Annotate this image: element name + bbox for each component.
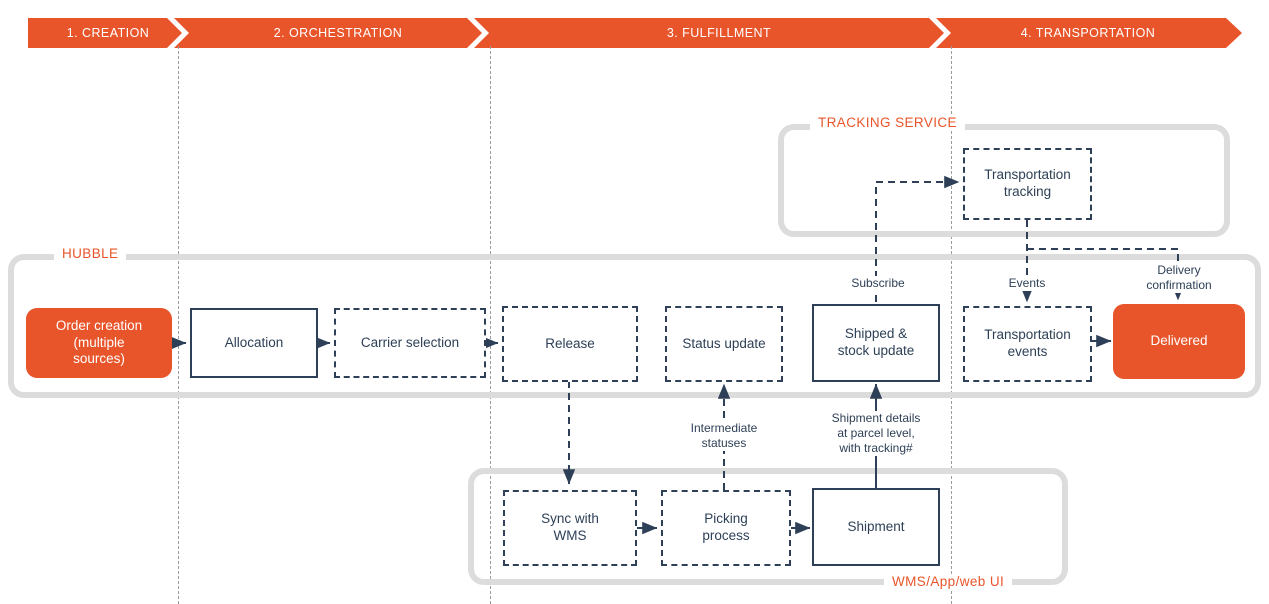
node-sync-with-wms[interactable]: Sync with WMS — [503, 490, 637, 566]
chevron-tip-icon — [1226, 18, 1242, 48]
node-shipped-stock-update-label: Shipped & stock update — [837, 326, 915, 358]
phase-fulfillment-label: 3. FULFILLMENT — [666, 26, 772, 40]
node-transportation-tracking[interactable]: Transportation tracking — [963, 148, 1092, 220]
node-picking-process-label: Picking process — [702, 511, 750, 543]
phase-creation-label: 1. CREATION — [66, 26, 150, 40]
node-transportation-events-label: Transportation events — [984, 327, 1071, 359]
phase-divider-1 — [178, 46, 179, 604]
node-carrier-selection[interactable]: Carrier selection — [334, 308, 486, 378]
node-shipped-stock-update[interactable]: Shipped & stock update — [812, 304, 940, 382]
container-wms — [468, 468, 1068, 585]
phase-divider-3 — [951, 46, 952, 604]
node-status-update[interactable]: Status update — [665, 306, 783, 382]
node-order-creation[interactable]: Order creation (multiple sources) — [26, 308, 172, 378]
node-sync-with-wms-label: Sync with WMS — [541, 511, 599, 543]
phase-creation[interactable]: 1. CREATION — [28, 18, 189, 48]
container-wms-label: WMS/App/web UI — [884, 574, 1013, 589]
chevron-notch-icon — [929, 18, 951, 48]
node-picking-process[interactable]: Picking process — [661, 490, 791, 566]
edge-label-delivery-confirmation: Delivery confirmation — [1126, 263, 1232, 293]
phase-fulfillment[interactable]: 3. FULFILLMENT — [488, 18, 951, 48]
edge-label-shipment-details: Shipment details at parcel level, with t… — [818, 411, 934, 456]
node-allocation-label: Allocation — [224, 334, 284, 350]
node-release[interactable]: Release — [502, 306, 638, 382]
node-transportation-tracking-label: Transportation tracking — [984, 167, 1071, 199]
container-hubble — [8, 254, 1261, 398]
edge-label-subscribe: Subscribe — [842, 276, 914, 291]
edge-label-events: Events — [996, 276, 1058, 291]
node-transportation-events[interactable]: Transportation events — [963, 306, 1092, 382]
edge-subscribe — [875, 175, 960, 302]
phase-banner: 1. CREATION 2. ORCHESTRATION 3. FULFILLM… — [28, 18, 1242, 48]
phase-orchestration[interactable]: 2. ORCHESTRATION — [188, 18, 489, 48]
chevron-notch-icon — [167, 18, 189, 48]
node-delivered-label: Delivered — [1150, 333, 1208, 349]
container-tracking-service-label: TRACKING SERVICE — [810, 115, 965, 130]
node-release-label: Release — [545, 335, 595, 351]
phase-transportation[interactable]: 4. TRANSPORTATION — [950, 18, 1242, 48]
phase-orchestration-label: 2. ORCHESTRATION — [273, 26, 403, 40]
node-shipment[interactable]: Shipment — [812, 488, 940, 566]
container-tracking-service — [778, 124, 1230, 237]
node-shipment-label: Shipment — [847, 518, 905, 534]
node-allocation[interactable]: Allocation — [190, 308, 318, 378]
phase-transportation-label: 4. TRANSPORTATION — [1020, 26, 1156, 40]
node-order-creation-label: Order creation (multiple sources) — [55, 317, 143, 367]
node-carrier-selection-label: Carrier selection — [360, 334, 460, 350]
edge-label-intermediate-statuses: Intermediate statuses — [670, 421, 778, 451]
node-status-update-label: Status update — [682, 335, 766, 351]
node-delivered[interactable]: Delivered — [1113, 304, 1245, 379]
phase-divider-2 — [490, 46, 491, 604]
chevron-notch-icon — [467, 18, 489, 48]
container-hubble-label: HUBBLE — [54, 246, 127, 261]
